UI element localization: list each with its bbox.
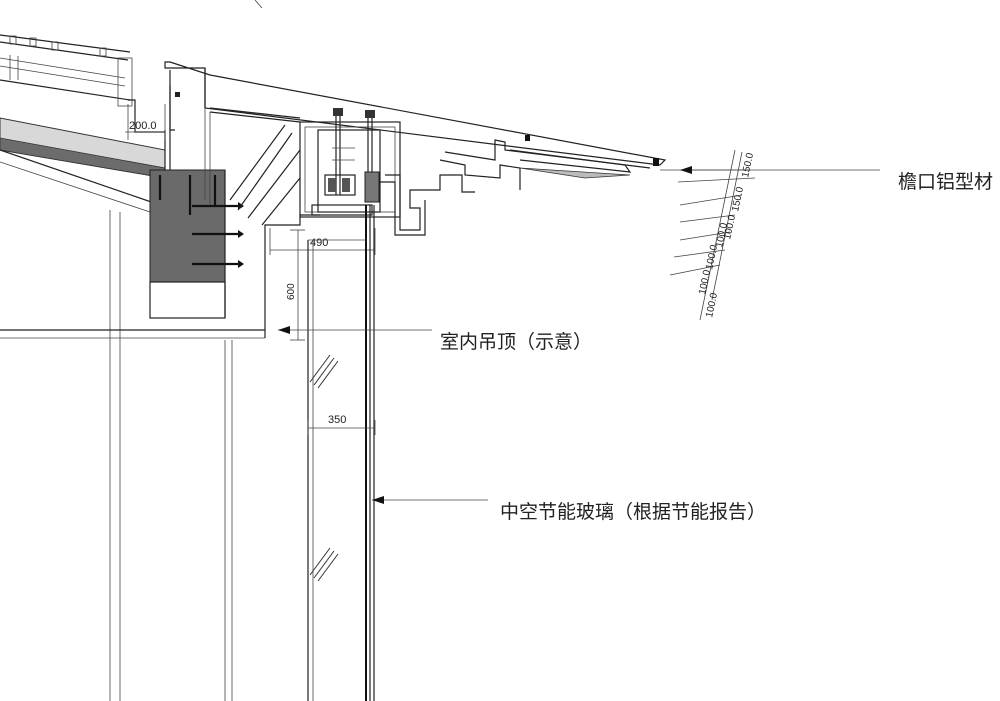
dim-600: 600	[286, 229, 305, 341]
concrete-beam	[149, 169, 244, 319]
dim-100-a: 100.0	[714, 221, 730, 248]
eave-frame	[164, 61, 667, 226]
dim-490: 490	[269, 228, 376, 255]
gutter-profile	[380, 135, 659, 236]
ceiling-line	[0, 214, 320, 339]
dim-200-text: 200.0	[129, 120, 157, 132]
ceiling-label: 室内吊顶（示意）	[440, 331, 592, 353]
dim-150-b: 150.0	[730, 185, 746, 212]
glass-label: 中空节能玻璃（根据节能报告）	[500, 501, 766, 523]
leader-eave: 檐口铝型材	[680, 166, 993, 193]
edge-mark	[254, 0, 263, 9]
dim-350: 350	[307, 414, 376, 435]
dim-150-a: 150.0	[740, 151, 756, 178]
interior-wall-lines	[109, 210, 233, 701]
dim-100-c: 100.0	[704, 243, 720, 270]
leader-ceiling: 室内吊顶（示意）	[278, 326, 592, 353]
eave-profile-label: 檐口铝型材	[898, 171, 993, 193]
dim-200: 200.0	[125, 104, 166, 140]
bracket-assembly	[311, 108, 381, 216]
curtain-wall-glass	[307, 205, 375, 701]
dim-100-e: 100.0	[704, 291, 720, 318]
dim-stack-right: 150.0 150.0 100.0 100.0 100.0 100.0 100.…	[660, 149, 756, 321]
dim-100-b: 100.0	[722, 213, 738, 240]
dim-100-d: 100.0	[697, 268, 713, 295]
leader-glass: 中空节能玻璃（根据节能报告）	[372, 496, 766, 523]
roof-rafters	[0, 34, 165, 133]
dim-600-text: 600	[286, 283, 297, 300]
dim-350-text: 350	[328, 414, 346, 426]
